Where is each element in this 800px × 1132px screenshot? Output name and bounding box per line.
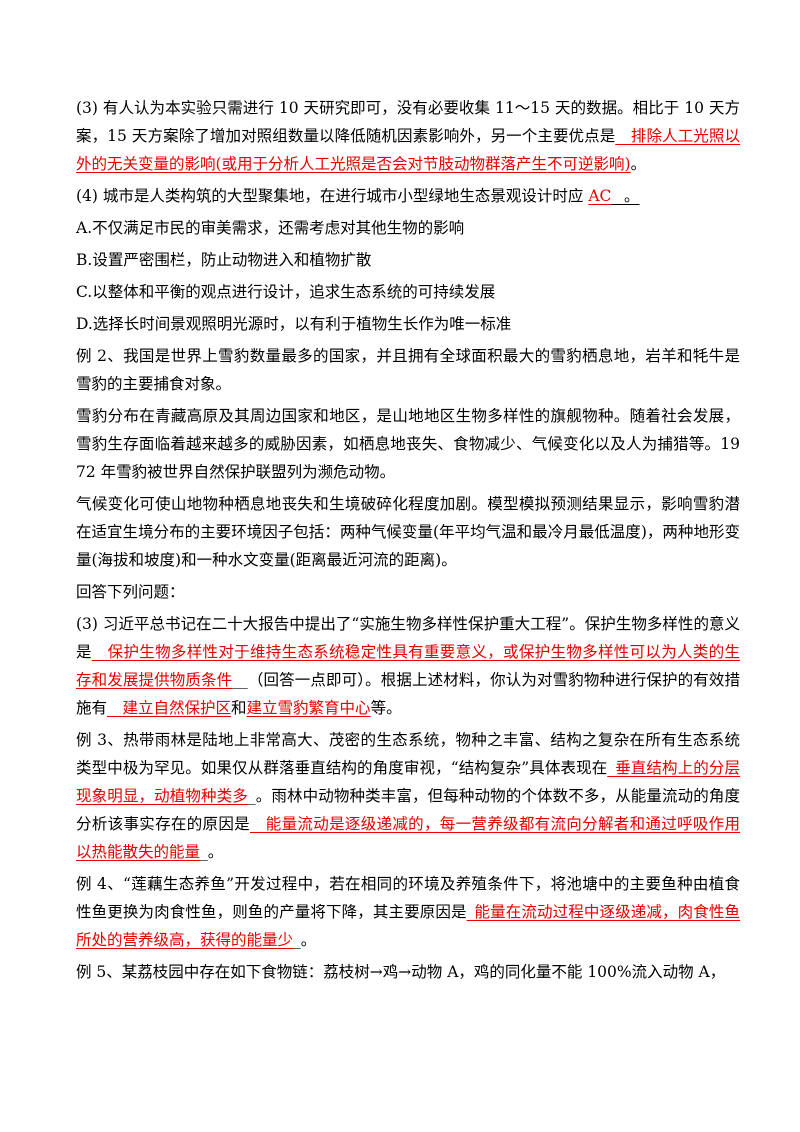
question-3-answer: __排除人工光照以外的无关变量的影响(或用于分析人工光照是否会对节肢动物群落产生…	[76, 127, 740, 173]
example-3-mid: _。雨林中动物种类丰富，但每种动物的个体数不多，从能量流动的角度分析该事实存在的…	[76, 787, 740, 833]
example-2-background: 雪豹分布在青藏高原及其周边国家和地区，是山地地区生物多样性的旗舰物种。随着社会发…	[76, 407, 740, 481]
example-4-paragraph: 例 4、“莲藕生态养鱼”开发过程中，若在相同的环境及养殖条件下，将池塘中的主要鱼…	[76, 870, 740, 954]
example-2-question-mid: __（回答一点即可）。根据上述材料，你认为对雪豹物种进行保护的有效措施有	[76, 671, 740, 717]
example-2-question-text: (3) 习近平总书记在二十大报告中提出了“实施生物多样性保护重大工程”。保护生物…	[76, 615, 740, 661]
example-2-answer-reserve: __建立自然保护区	[107, 699, 232, 717]
example-3-end: _。	[200, 843, 224, 861]
option-b: B.设置严密围栏，防止动物进入和植物扩散	[76, 251, 372, 269]
question-4-answer: AC	[588, 187, 612, 205]
example-2-prompt: 回答下列问题：	[76, 583, 185, 601]
option-c: C.以整体和平衡的观点进行设计，追求生态系统的可持续发展	[76, 283, 496, 301]
example-4-answer: _能量在流动过程中逐级递减，肉食性鱼所处的营养级高，获得的能量少	[76, 903, 740, 949]
question-3-paragraph: (3) 有人认为本实验只需进行 10 天研究即可，没有必要收集 11～15 天的…	[76, 94, 740, 178]
example-2-answer-breeding: 建立雪豹繁育中心	[246, 699, 371, 717]
question-3-text: (3) 有人认为本实验只需进行 10 天研究即可，没有必要收集 11～15 天的…	[76, 99, 740, 145]
example-3-paragraph: 例 3、热带雨林是陆地上非常高大、茂密的生态系统，物种之丰富、结构之复杂在所有生…	[76, 726, 740, 866]
example-2-answer-significance: __保护生物多样性对于维持生态系统稳定性具有重要意义，或保护生物多样性可以为人类…	[76, 643, 740, 689]
option-d: D.选择长时间景观照明光源时，以有利于植物生长作为唯一标准	[76, 315, 512, 333]
question-4-paragraph: (4) 城市是人类构筑的大型聚集地，在进行城市小型绿地生态景观设计时应 AC_ …	[76, 182, 740, 210]
question-4-end: _ 。	[611, 187, 640, 205]
example-4-end: _。	[293, 931, 317, 949]
example-3-answer-structure: _垂直结构上的分层现象明显，动植物种类多	[76, 759, 740, 805]
example-5-paragraph: 例 5、某荔枝园中存在如下食物链：荔枝树→鸡→动物 A，鸡的同化量不能 100%…	[76, 963, 726, 981]
example-3-answer-energy: __能量流动是逐级递减的，每一营养级都有流向分解者和通过呼吸作用以热能散失的能量	[76, 815, 740, 861]
option-a: A.不仅满足市民的审美需求，还需考虑对其他生物的影响	[76, 219, 465, 237]
example-3-text: 例 3、热带雨林是陆地上非常高大、茂密的生态系统，物种之丰富、结构之复杂在所有生…	[76, 731, 740, 777]
question-3-end: 。	[630, 155, 647, 173]
example-2-question-end: 等。	[370, 699, 402, 717]
example-4-text: 例 4、“莲藕生态养鱼”开发过程中，若在相同的环境及养殖条件下，将池塘中的主要鱼…	[76, 875, 740, 921]
example-2-question-3: (3) 习近平总书记在二十大报告中提出了“实施生物多样性保护重大工程”。保护生物…	[76, 610, 740, 722]
example-2-intro: 例 2、我国是世界上雪豹数量最多的国家，并且拥有全球面积最大的雪豹栖息地，岩羊和…	[76, 347, 740, 393]
example-2-climate: 气候变化可使山地物种栖息地丧失和生境破碎化程度加剧。模型模拟预测结果显示，影响雪…	[76, 495, 740, 569]
example-2-question-and: 和	[231, 699, 247, 717]
question-4-text: (4) 城市是人类构筑的大型聚集地，在进行城市小型绿地生态景观设计时应	[76, 187, 589, 205]
